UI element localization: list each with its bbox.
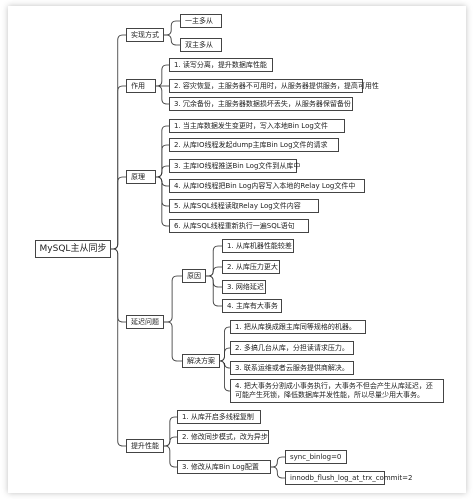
connector-cause-item-2 xyxy=(206,266,222,277)
connector-principle-step-2 xyxy=(156,144,169,178)
cause-item-2: 2. 从库压力更大 xyxy=(222,260,280,274)
connector-cause-item-4 xyxy=(206,275,222,307)
connector-principle-step-6 xyxy=(156,176,169,227)
connector-solution-item-2 xyxy=(219,347,230,362)
solution-item-3: 3. 联系运维或者云服务提供商解决。 xyxy=(230,361,354,375)
connector-delay-solutions xyxy=(164,321,182,362)
connector-branch-implementation xyxy=(111,34,126,250)
branch-purpose: 作用 xyxy=(126,79,156,93)
connector-delay-causes xyxy=(164,275,182,323)
solution-item-1: 1. 把从库换成跟主库同等规格的机器。 xyxy=(230,320,366,334)
config-sync-binlog: sync_binlog=0 xyxy=(285,450,347,464)
principle-step-3: 3. 主库IO线程推送Bin Log文件到从库中 xyxy=(169,159,300,173)
connector-cause-item-1 xyxy=(206,245,222,277)
principle-step-2: 2. 从库IO线程发起dump主库Bin Log文件的请求 xyxy=(169,138,339,152)
principle-step-5: 5. 从库SQL线程读取Relay Log文件内容 xyxy=(169,199,319,213)
connector-perf-item-2 xyxy=(164,436,177,447)
connector-cause-item-3 xyxy=(206,275,222,288)
branch-performance: 提升性能 xyxy=(126,439,164,453)
principle-step-1: 1. 当主库数据发生变更时，写入本地Bin Log文件 xyxy=(169,119,345,133)
perf-item-1: 1. 从库开启多线程复制 xyxy=(177,410,261,424)
purpose-item-2: 2. 容灾恢复，主服务器不可用时，从服务器提供服务，提高可用性 xyxy=(169,79,379,93)
impl-one-master: 一主多从 xyxy=(180,14,222,28)
connector-config-innodb-flush xyxy=(271,466,285,479)
connector-principle-step-4 xyxy=(156,176,169,187)
impl-dual-master: 双主多从 xyxy=(180,38,222,52)
cause-item-1: 1. 从库机器性能较差 xyxy=(222,239,294,253)
perf-item-2: 2. 修改同步模式，改为异步 xyxy=(177,430,269,444)
connector-purpose-item-3 xyxy=(156,85,169,105)
connector-branch-principle xyxy=(111,176,126,250)
branch-principle: 原理 xyxy=(126,170,156,184)
connector-config-sync-binlog xyxy=(271,456,285,468)
connector-impl-dual-master xyxy=(164,34,180,46)
perf-item-3: 3. 修改从库Bin Log配置 xyxy=(177,460,271,474)
principle-step-6: 6. 从库SQL线程重新执行一遍SQL语句 xyxy=(169,219,309,233)
purpose-item-3: 3. 冗余备份，主服务器数据损坏丢失，从服务器保留备份 xyxy=(169,97,353,111)
solution-item-4: 4. 把大事务分割成小事务执行，大事务不但会产生从库延迟，还可能产生死锁，降低数… xyxy=(230,379,444,403)
connector-perf-item-1 xyxy=(164,416,177,447)
connector-branch-delay xyxy=(111,248,126,323)
principle-step-4: 4. 从库IO线程把Bin Log内容写入本地的Relay Log文件中 xyxy=(169,179,365,193)
cause-item-3: 3. 网络延迟 xyxy=(222,280,266,294)
connector-branch-purpose xyxy=(111,85,126,250)
branch-delay: 延迟问题 xyxy=(126,315,164,329)
connector-impl-one-master xyxy=(164,20,180,36)
cause-item-4: 4. 主库有大事务 xyxy=(222,299,282,313)
root-node: MySQL主从同步 xyxy=(35,240,111,258)
connector-purpose-item-1 xyxy=(156,64,169,87)
connector-principle-step-1 xyxy=(156,125,169,178)
purpose-item-1: 1. 读写分离，提升数据库性能 xyxy=(169,58,273,72)
delay-causes: 原因 xyxy=(182,269,206,283)
delay-solutions: 解决方案 xyxy=(182,354,220,368)
connector-principle-step-5 xyxy=(156,176,169,207)
solution-item-2: 2. 多搞几台从库，分担读请求压力。 xyxy=(230,341,354,355)
config-innodb-flush: innodb_flush_log_at_trx_commit=2 xyxy=(285,471,412,485)
connector-branch-performance xyxy=(111,248,126,447)
branch-implementation: 实现方式 xyxy=(126,28,164,42)
connector-perf-item-3 xyxy=(164,445,177,468)
connector-principle-step-3 xyxy=(156,165,169,178)
connector-solution-item-4 xyxy=(219,360,230,392)
